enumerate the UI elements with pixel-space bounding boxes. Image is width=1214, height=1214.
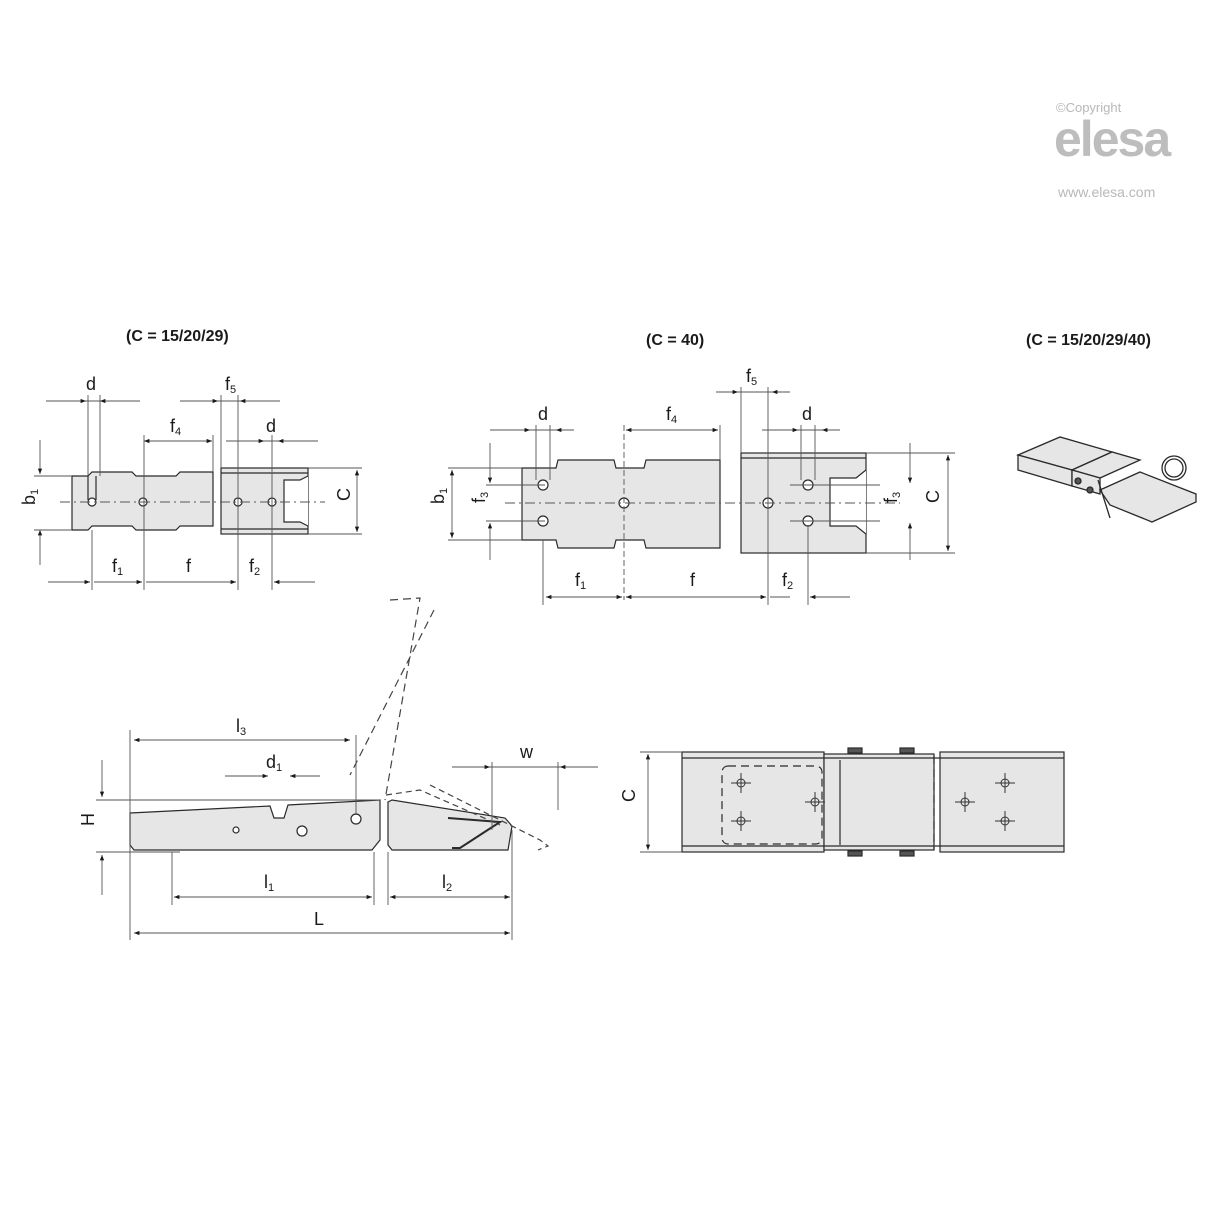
dim-d: d (86, 374, 96, 394)
svg-text:f5: f5 (225, 374, 236, 396)
svg-text:C: C (334, 488, 354, 501)
svg-text:f: f (186, 556, 192, 576)
dim-C-bottom: C (619, 789, 639, 802)
dimensions-bottom (640, 751, 682, 853)
svg-text:d: d (538, 404, 548, 424)
svg-text:f3: f3 (469, 492, 491, 503)
svg-text:L: L (314, 909, 324, 929)
labels-large: d f4 f5 d f1 f f2 b1 f3 f3 C (428, 366, 943, 592)
svg-text:f: f (690, 570, 696, 590)
isometric-view (1016, 436, 1197, 523)
svg-text:l3: l3 (236, 716, 246, 738)
caption-large-view: (C = 40) (646, 332, 705, 349)
bottom-view (681, 747, 1065, 857)
labels-side: l3 d1 H l1 l2 L w (78, 716, 534, 929)
svg-text:f4: f4 (666, 404, 677, 426)
bottom-view-holes (731, 773, 1015, 831)
side-view (129, 597, 550, 851)
caption-iso-view: (C = 15/20/29/40) (1026, 332, 1151, 349)
svg-text:l1: l1 (264, 872, 274, 894)
svg-text:f2: f2 (782, 570, 793, 592)
svg-text:b1: b1 (19, 489, 41, 505)
svg-text:f1: f1 (575, 570, 586, 592)
svg-text:d1: d1 (266, 752, 282, 774)
top-view-small (71, 467, 309, 535)
svg-text:w: w (519, 742, 534, 762)
svg-text:f3: f3 (881, 492, 903, 503)
website-url: www.elesa.com (1058, 184, 1156, 200)
svg-text:f4: f4 (170, 416, 181, 438)
svg-text:d: d (802, 404, 812, 424)
svg-text:b1: b1 (428, 488, 450, 504)
dimensions-small (34, 395, 362, 590)
elesa-logo: elesa (1054, 111, 1171, 167)
dimensions-large (448, 387, 955, 605)
svg-text:l2: l2 (442, 872, 452, 894)
svg-text:C: C (923, 490, 943, 503)
svg-text:f2: f2 (249, 556, 260, 578)
svg-text:H: H (78, 813, 98, 826)
dimensions-side (96, 730, 598, 940)
labels-small: d f5 f4 d f1 f f2 b1 C (19, 374, 354, 578)
svg-text:d: d (266, 416, 276, 436)
copyright-text: ©Copyright (1056, 100, 1122, 115)
caption-small-view: (C = 15/20/29) (126, 328, 229, 345)
svg-text:f1: f1 (112, 556, 123, 578)
svg-text:f5: f5 (746, 366, 757, 388)
